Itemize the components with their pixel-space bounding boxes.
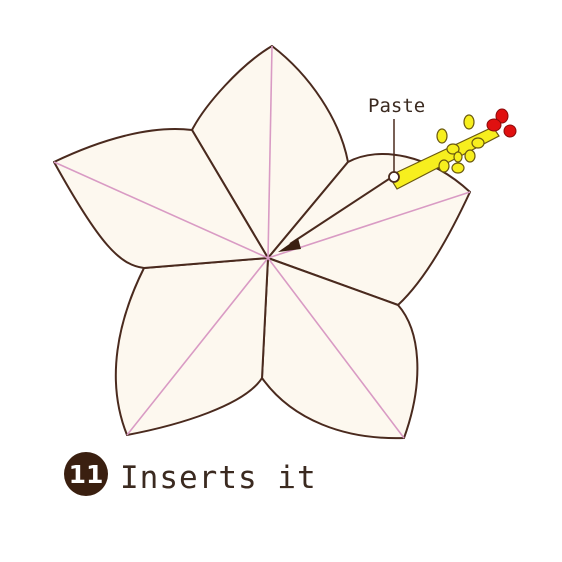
crease-top <box>267 45 273 259</box>
crease-lower-right <box>267 257 405 439</box>
step-caption: Inserts it <box>120 460 317 496</box>
yellow-tips <box>436 114 485 174</box>
step-number-badge <box>64 452 108 496</box>
paste-label: Paste <box>368 95 425 117</box>
step-heading: 11 Inserts it <box>64 452 317 496</box>
red-anthers <box>486 108 517 138</box>
arrow-icon <box>278 176 393 252</box>
crease-lines <box>53 45 471 439</box>
paste-callout: Paste <box>368 95 425 183</box>
crease-upper-right <box>267 191 471 259</box>
crease-lower-left <box>126 257 269 436</box>
glue-dot-icon <box>388 171 400 183</box>
stamen <box>388 108 517 190</box>
petal-lower-left <box>114 257 269 436</box>
crease-upper-left <box>53 161 269 259</box>
step-number: 11 <box>69 460 104 489</box>
